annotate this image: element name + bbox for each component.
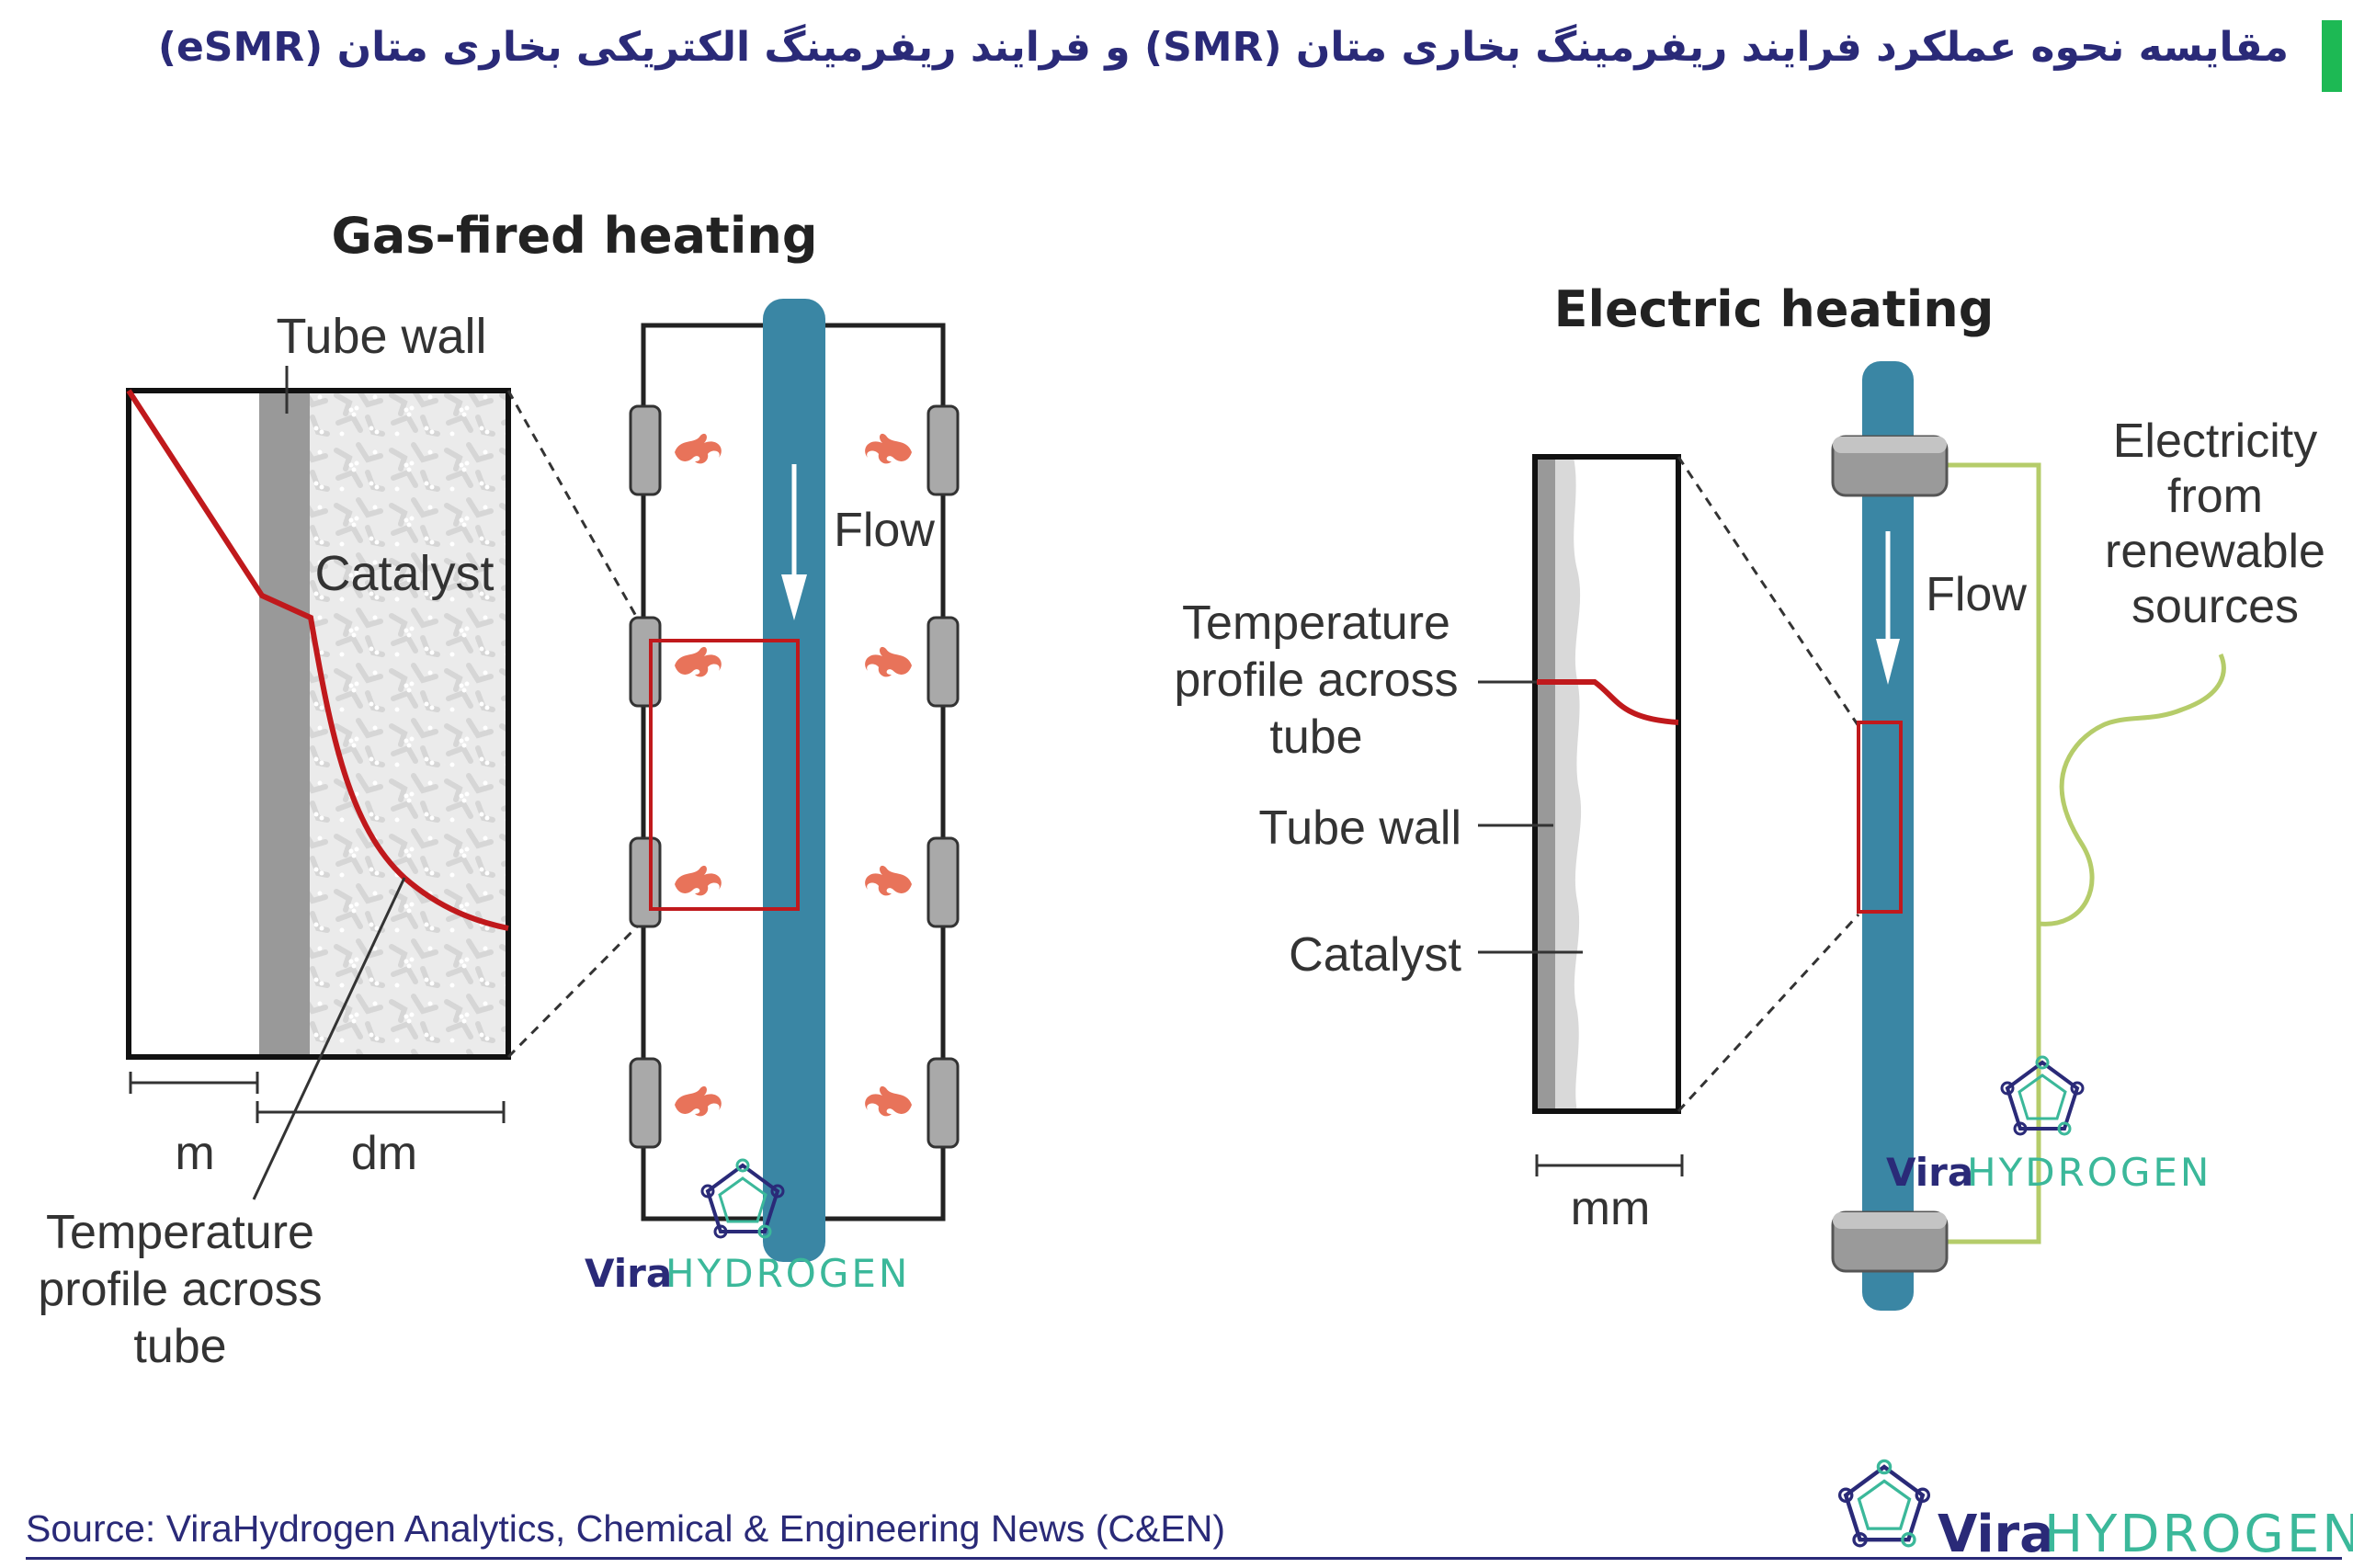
electric-reformer-tube (1862, 361, 1914, 1311)
gas-fired-heading: Gas-fired heating (332, 207, 818, 265)
gas-reformer-tube (763, 299, 825, 1262)
electric-zoom-line-bottom (1677, 913, 1860, 1113)
electric-electrode-bottom (1831, 1210, 1949, 1273)
flame-icon (675, 433, 722, 464)
electric-tube-wall (1537, 457, 1555, 1111)
electric-electrode-top (1831, 435, 1949, 497)
electric-scale-mm: mm (1571, 1182, 1651, 1235)
gas-tube-wall-label: Tube wall (276, 309, 486, 364)
gas-temp-label-line3: tube (133, 1320, 226, 1373)
footer-logo-hydrogen: HYDROGEN (2044, 1505, 2353, 1564)
electric-catalyst-layer (1555, 457, 1582, 1111)
gas-temp-label-line2: profile across (38, 1263, 322, 1316)
flame-icon (675, 865, 722, 896)
footer-logo-icon (1840, 1460, 1929, 1545)
footer-divider (26, 1557, 2342, 1560)
electric-tube-wall-label: Tube wall (1258, 801, 1461, 855)
gas-scale-m: m (175, 1127, 214, 1180)
watermark-logo-icon (2000, 1055, 2085, 1136)
gas-burners (629, 404, 960, 1149)
electric-zoom-highlight (1857, 721, 1903, 914)
gas-zoom-line-bottom (506, 913, 651, 1059)
burner-left-2 (629, 616, 662, 708)
burner-left-4 (629, 1057, 662, 1149)
gas-zoom-highlight (649, 639, 800, 911)
gas-zoom-line-top (506, 390, 651, 640)
electric-detail-box (1532, 454, 1681, 1114)
gas-tube-wall (259, 391, 310, 1057)
gas-scale-bar (129, 1072, 506, 1123)
gas-catalyst-label: Catalyst (314, 546, 494, 601)
gas-detail-box (126, 388, 511, 1060)
source-caption: Source: ViraHydrogen Analytics, Chemical… (26, 1507, 1225, 1550)
page-title: مقایسه نحوه عملکرد فرایند ریفرمینگ بخاری… (157, 24, 2289, 71)
watermark-vira: Vira (585, 1251, 672, 1296)
electric-supply-cable (2038, 653, 2226, 926)
electric-scale-bar (1535, 1154, 1684, 1176)
watermark-vira: Vira (1886, 1150, 1973, 1195)
watermark-hydrogen: HYDROGEN (665, 1251, 910, 1296)
burner-right-4 (926, 1057, 960, 1149)
gas-temp-leader (252, 877, 406, 1200)
flame-icon (675, 1085, 722, 1117)
electric-circuit-wire (1947, 462, 2041, 1244)
electricity-label-line4: sources (2131, 580, 2299, 633)
title-accent-bar (2322, 20, 2342, 92)
flame-icon (675, 646, 722, 677)
electric-temp-label-line1: Temperature (1182, 597, 1450, 650)
electric-temperature-profile-line (1537, 679, 1679, 725)
electric-flow-label: Flow (1926, 568, 2027, 621)
gas-flow-label: Flow (834, 504, 935, 557)
electric-flow-arrow-head-icon (1876, 639, 1900, 685)
flame-icon (865, 1085, 912, 1117)
burner-right-3 (926, 836, 960, 928)
gas-scale-dm: dm (351, 1127, 417, 1180)
burner-left-1 (629, 404, 662, 496)
electric-temp-label-line3: tube (1269, 710, 1362, 764)
electric-zoom-line-top (1677, 456, 1860, 727)
electricity-label-line1: Electricity (2113, 415, 2317, 468)
gas-catalyst-region (310, 391, 508, 1057)
flame-icon (865, 433, 912, 464)
burner-right-1 (926, 404, 960, 496)
electricity-label-line3: renewable (2105, 525, 2325, 578)
gas-flow-arrow-head-icon (781, 574, 807, 620)
burner-right-2 (926, 616, 960, 708)
burner-left-3 (629, 836, 662, 928)
watermark-hydrogen: HYDROGEN (1967, 1150, 2211, 1195)
electricity-label-line2: from (2167, 470, 2263, 523)
gas-temp-label-line1: Temperature (46, 1206, 314, 1259)
flame-icon (865, 646, 912, 677)
electric-heading: Electric heating (1554, 280, 1995, 338)
gas-temperature-profile-line (126, 389, 509, 931)
footer-logo-vira: Vira (1938, 1505, 2054, 1564)
electric-temp-label-line2: profile across (1174, 653, 1458, 707)
electric-catalyst-label: Catalyst (1289, 928, 1461, 982)
flame-icon (865, 865, 912, 896)
